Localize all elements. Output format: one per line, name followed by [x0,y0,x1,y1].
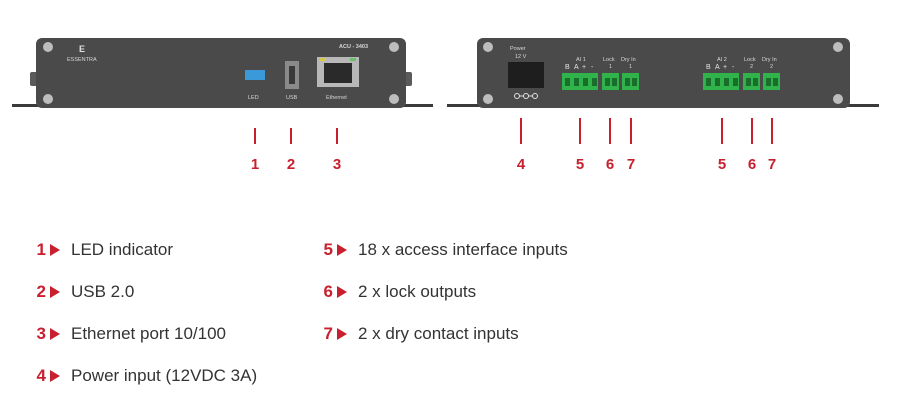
legend-number: 7 [323,324,333,343]
legend-text: 2 x lock outputs [358,282,477,301]
legend-item-2: 2 USB 2.0 [32,281,135,303]
front-panel-device: E ESSENTRA ACU - 3403 LED USB Ethernet [12,38,433,108]
legend-text: LED indicator [71,240,174,259]
legend-item-7: 7 2 x dry contact inputs [319,323,519,345]
screw-icon [389,42,399,52]
pin-label-minus: - [591,64,594,71]
dry-in1-number: 1 [629,64,632,70]
dry-in2-number: 2 [770,64,773,70]
led-label: LED [248,95,259,101]
led-indicator [245,70,265,80]
legend-item-6: 6 2 x lock outputs [319,281,477,303]
front-panel-body [36,38,406,108]
pin-label-a: A [574,64,579,71]
lock2-number: 2 [750,64,753,70]
legend-number: 4 [36,366,46,385]
screw-icon [483,94,493,104]
ai2-label: AI 2 [717,57,727,63]
terminal-block-access-1[interactable] [562,73,598,90]
legend-item-4: 4 Power input (12VDC 3A) [32,365,258,387]
triangle-arrow-icon [50,244,60,256]
legend-text: 18 x access interface inputs [358,240,568,259]
legend-text: 2 x dry contact inputs [358,324,519,343]
screw-icon [43,94,53,104]
pin-label-a: A [715,64,720,71]
callout-number-7: 7 [768,156,776,173]
usb-slot [289,66,295,84]
pin-label-b: B [706,64,711,71]
legend-text: USB 2.0 [71,282,135,301]
legend-text: Ethernet port 10/100 [71,324,227,343]
legend-item-3: 3 Ethernet port 10/100 [32,323,226,345]
legend-number: 3 [36,324,46,343]
triangle-arrow-icon [50,328,60,340]
screw-icon [833,42,843,52]
callout-number-4: 4 [517,156,526,173]
legend-number: 6 [323,282,333,301]
ai1-label: AI 1 [576,57,586,63]
screw-icon [389,94,399,104]
dry-in1-label: Dry In [621,57,636,63]
legend-number: 1 [36,240,46,259]
triangle-arrow-icon [337,328,347,340]
callout-number-2: 2 [287,156,295,173]
terminal-block-lock-2[interactable] [743,73,760,90]
essentra-logo-icon: E [79,44,85,54]
pin-label-plus: + [723,64,727,71]
ethernet-label: Ethernet [326,95,347,101]
lock2-label: Lock [744,57,756,63]
triangle-arrow-icon [50,286,60,298]
legend-number: 5 [323,240,333,259]
pin-label-minus: - [732,64,735,71]
power-jack[interactable] [508,62,544,88]
callout-lines [254,118,773,144]
legend-item-5: 5 18 x access interface inputs [319,239,568,261]
lock1-number: 1 [609,64,612,70]
screw-icon [43,42,53,52]
usb-label: USB [286,95,298,101]
callout-number-5: 5 [718,156,726,173]
screw-icon [483,42,493,52]
callout-number-3: 3 [333,156,341,173]
power-label: Power [510,46,526,52]
legend-text: Power input (12VDC 3A) [71,366,258,385]
triangle-arrow-icon [337,286,347,298]
dry-in2-label: Dry In [762,57,777,63]
terminal-block-dry-in-1[interactable] [622,73,639,90]
back-panel-body [477,38,850,108]
ethernet-socket [324,63,352,83]
callout-number-6: 6 [606,156,614,173]
callout-number-6: 6 [748,156,756,173]
callout-number-5: 5 [576,156,584,173]
lock1-label: Lock [603,57,615,63]
power-voltage-label: 12 V [515,54,527,60]
pin-label-plus: + [582,64,586,71]
terminal-block-access-2[interactable] [703,73,739,90]
dc-polarity-icon [514,93,538,99]
terminal-block-lock-1[interactable] [602,73,619,90]
screw-icon [833,94,843,104]
pin-label-b: B [565,64,570,71]
device-diagram: E ESSENTRA ACU - 3403 LED USB Ethernet P… [12,38,879,173]
triangle-arrow-icon [337,244,347,256]
triangle-arrow-icon [50,370,60,382]
callout-number-1: 1 [251,156,259,173]
legend-number: 2 [36,282,46,301]
ethernet-led-icon [350,58,356,61]
callout-number-7: 7 [627,156,635,173]
brand-label: ESSENTRA [67,57,97,63]
model-label: ACU - 3403 [339,44,368,50]
legend-item-1: 1 LED indicator [32,239,174,261]
back-panel-device: Power 12 V AI 1 Lock 1 Dry In 1 B A + - [447,38,879,108]
ethernet-led-icon [320,58,326,61]
terminal-block-dry-in-2[interactable] [763,73,780,90]
